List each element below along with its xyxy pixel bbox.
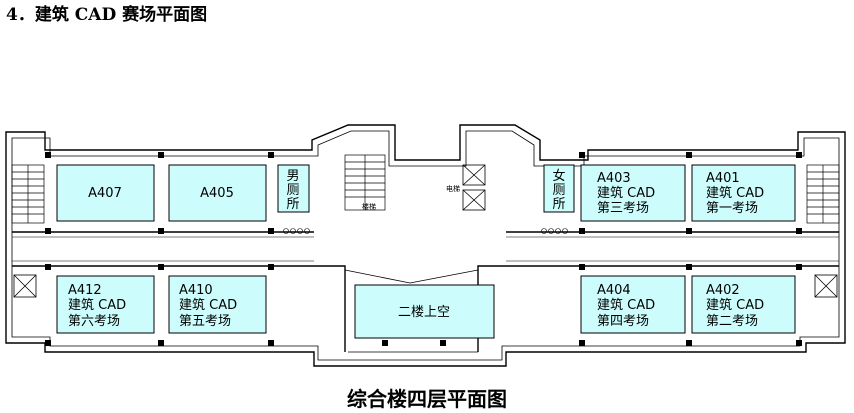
void-label: 二楼上空 <box>398 305 450 320</box>
west-stair <box>11 164 45 224</box>
elevator-label: 电梯 <box>446 184 460 193</box>
room-a410-label-3: 第五考场 <box>179 314 231 329</box>
mens-toilet-label-2: 厕 <box>286 183 299 198</box>
womens-toilet-label-2: 厕 <box>552 183 565 198</box>
stair-label: 楼梯 <box>362 202 376 211</box>
room-a401 <box>691 164 796 222</box>
end-shafts <box>13 274 838 298</box>
elevator-shafts <box>462 164 486 211</box>
page-heading: 4．建筑 CAD 赛场平面图 <box>6 5 208 25</box>
room-a402-label-1: A402 <box>706 283 740 298</box>
central-stair <box>344 154 386 211</box>
room-a412-label-2: 建筑 CAD <box>68 297 126 313</box>
room-womens-toilet <box>543 164 575 213</box>
room-a404-label-3: 第四考场 <box>597 314 649 329</box>
structural-columns <box>45 152 802 346</box>
room-a402-label-3: 第二考场 <box>706 314 758 329</box>
room-a410-label-1: A410 <box>179 283 213 298</box>
toilet-fixtures <box>283 228 568 234</box>
room-void <box>354 284 495 339</box>
room-a404 <box>580 275 686 334</box>
room-mens-toilet <box>277 164 310 213</box>
room-a412-label-3: 第六考场 <box>68 314 120 329</box>
room-a407 <box>56 164 155 222</box>
room-a402 <box>691 275 796 334</box>
building-outline <box>5 124 846 367</box>
womens-toilet-label-1: 女 <box>552 168 565 184</box>
room-a401-label-3: 第一考场 <box>706 201 758 216</box>
room-a402-label-2: 建筑 CAD <box>706 297 764 313</box>
room-a404-label-1: A404 <box>597 283 631 298</box>
room-a405-label: A405 <box>200 186 234 201</box>
room-a404-label-2: 建筑 CAD <box>597 297 655 313</box>
room-a401-label-2: 建筑 CAD <box>706 185 764 201</box>
mens-toilet-label-1: 男 <box>286 169 299 184</box>
room-a401-label-1: A401 <box>706 171 740 186</box>
room-a403-label-1: A403 <box>597 171 631 186</box>
room-a410 <box>168 275 267 334</box>
east-stair <box>806 164 840 224</box>
room-a403-label-3: 第三考场 <box>597 201 649 216</box>
room-a405 <box>168 164 267 222</box>
mens-toilet-label-3: 所 <box>286 197 299 212</box>
room-a412-label-1: A412 <box>68 283 102 298</box>
room-a407-label: A407 <box>88 186 122 201</box>
room-a403-label-2: 建筑 CAD <box>597 185 655 201</box>
womens-toilet-label-3: 所 <box>552 197 565 212</box>
room-a412 <box>56 275 155 334</box>
floor-plan-caption: 综合楼四层平面图 <box>347 387 507 411</box>
room-a403 <box>580 164 686 222</box>
room-a410-label-2: 建筑 CAD <box>179 297 237 313</box>
